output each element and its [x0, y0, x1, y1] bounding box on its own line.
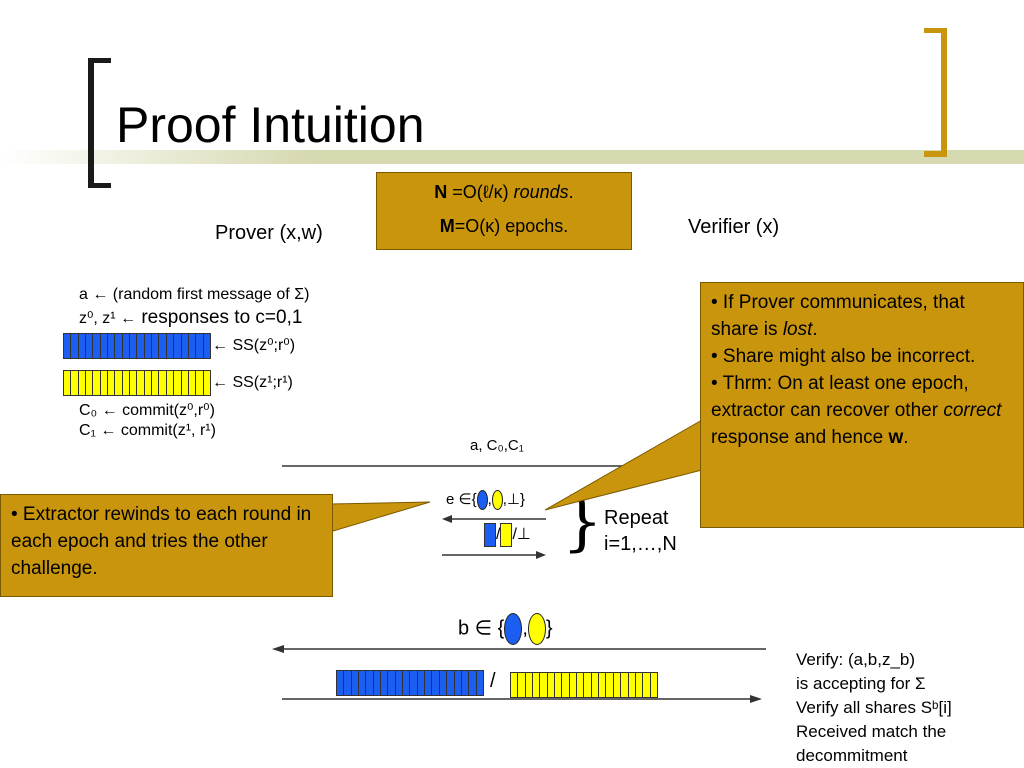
challenge-e-label: e ∈{,,⊥}: [446, 490, 525, 511]
yellow-share-bar: [63, 370, 211, 396]
rounds-line: N =O(ℓ/κ) rounds.: [434, 182, 574, 202]
b-challenge-label: b ∈ {,}: [458, 613, 553, 645]
verify-text: Verify: (a,b,z_b) is accepting for Σ Ver…: [796, 648, 952, 768]
first-message-line: a ← (random first message of Σ): [79, 286, 310, 303]
blue-oval-icon: [476, 490, 488, 511]
challenge-arrow: [442, 515, 546, 523]
yellow-oval-icon: [491, 490, 503, 511]
callout-point-3: • Thrm: On at least one epoch, extractor…: [711, 373, 1002, 448]
final-response-arrow: [282, 695, 762, 703]
repeat-label: Repeat i=1,…,N: [604, 507, 677, 555]
blue-share-mini: [484, 523, 496, 547]
callout-point-1: • If Prover communicates, that share is …: [711, 292, 965, 340]
blue-share-bar: [63, 333, 211, 359]
share-loss-callout: • If Prover communicates, that share is …: [700, 282, 1024, 528]
verify-line-3: Verify all shares Sᵇ[i]: [796, 698, 952, 717]
right-bracket-decoration: [924, 28, 947, 157]
title-band: [0, 150, 1024, 164]
first-message-label: a, C₀,C₁: [470, 437, 524, 454]
commit-c1-line: C₁ ← commit(z¹, r¹): [79, 422, 216, 439]
verify-line-1: Verify: (a,b,z_b): [796, 650, 916, 669]
blue-share-bar-final: [336, 670, 484, 696]
slide-title: Proof Intuition: [116, 97, 425, 153]
callout-point-2: • Share might also be incorrect.: [711, 346, 976, 367]
responses-line: z⁰, z¹ ← responses to c=0,1: [79, 307, 303, 328]
ss1-line: ← SS(z¹;r¹): [212, 374, 293, 391]
final-separator: /: [490, 670, 496, 692]
info-box: N =O(ℓ/κ) rounds. M=O(κ) epochs.: [376, 172, 632, 250]
prover-steps: a ← (random first message of Σ) z⁰, z¹ ←…: [79, 284, 309, 331]
left-bracket-decoration: [88, 58, 111, 188]
yellow-oval-icon: [527, 613, 546, 645]
verifier-label: Verifier (x): [688, 216, 780, 238]
response-label: //⊥: [484, 523, 531, 547]
yellow-share-mini: [500, 523, 513, 547]
b-challenge-arrow: [272, 645, 766, 653]
ss0-line: ← SS(z⁰;r⁰): [212, 337, 296, 354]
verify-line-5: decommitment: [796, 746, 908, 765]
prover-label: Prover (x,w): [215, 222, 323, 244]
verify-line-2: is accepting for Σ: [796, 674, 926, 693]
verify-line-4: Received match the: [796, 722, 947, 741]
extractor-callout: • Extractor rewinds to each round in eac…: [0, 494, 333, 597]
yellow-share-bar-final: [510, 672, 658, 698]
blue-oval-icon: [504, 613, 523, 645]
epochs-line: M=O(κ) epochs.: [439, 216, 569, 236]
response-arrow: [442, 551, 546, 559]
commit-c0-line: C₀ ← commit(z⁰,r⁰): [79, 402, 215, 419]
